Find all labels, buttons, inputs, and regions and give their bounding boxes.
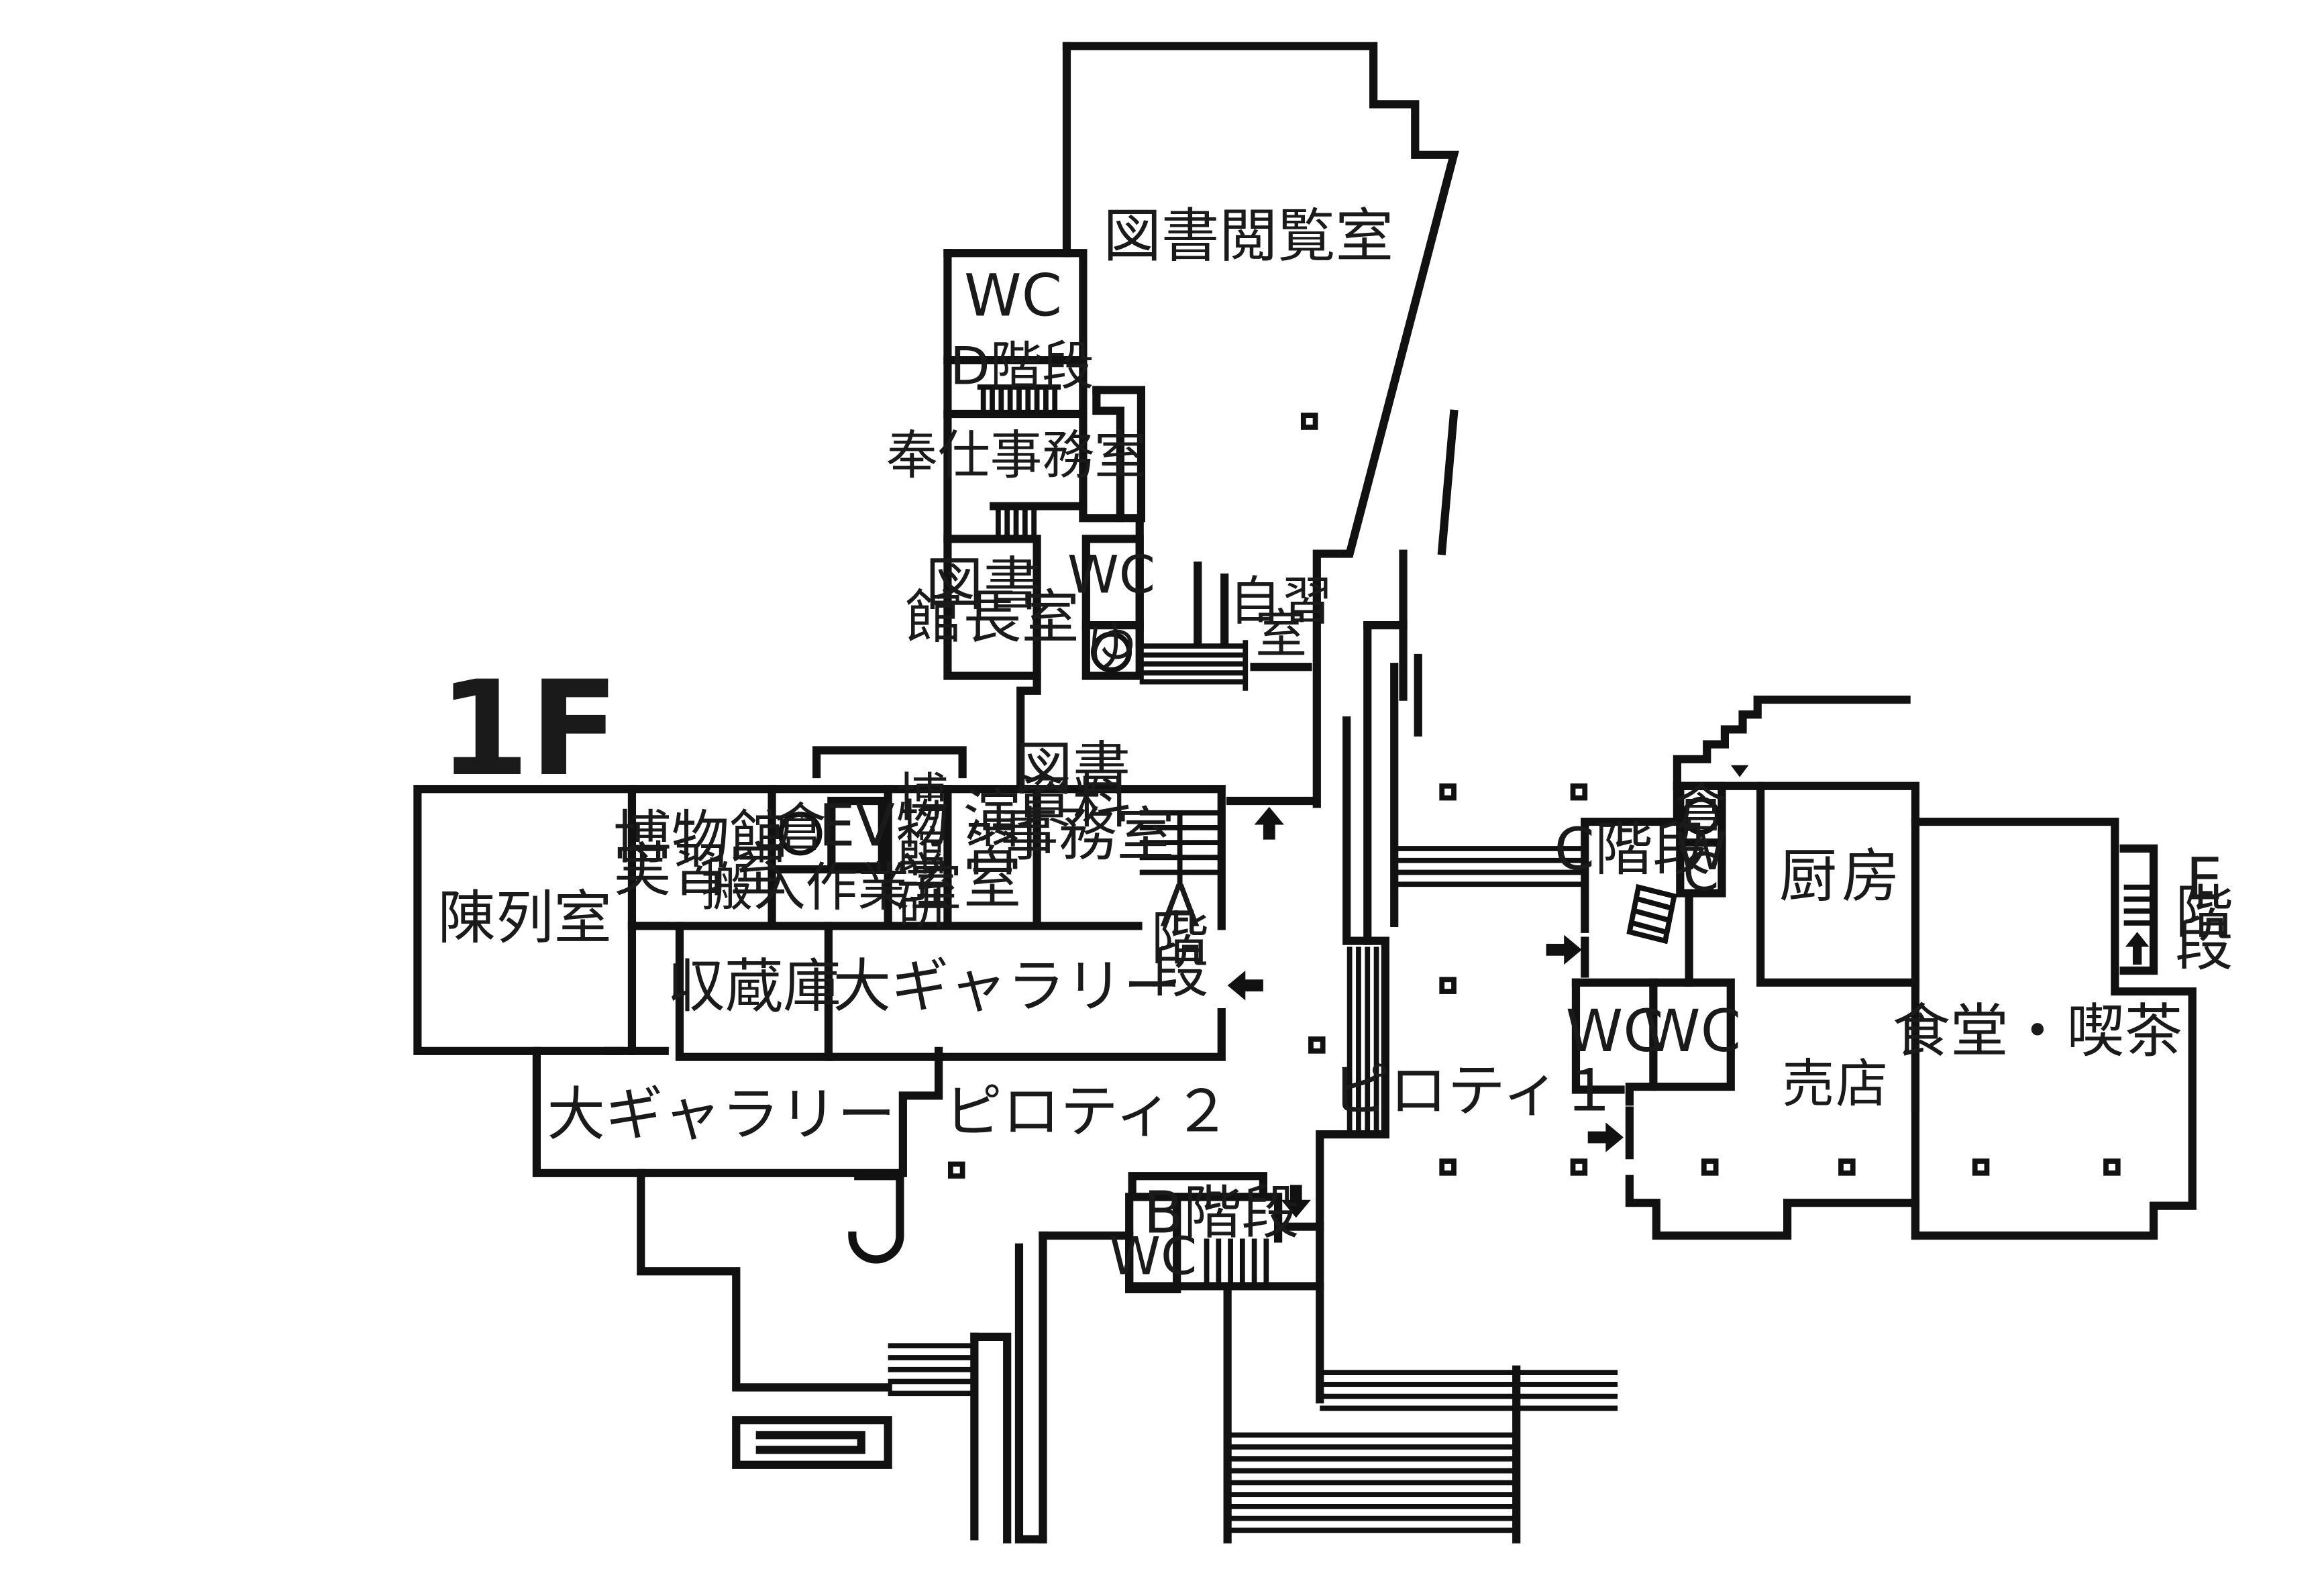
label-seminar-2: 習 xyxy=(963,816,1022,883)
label-large-gallery-south: 大ギャラリー xyxy=(547,1081,895,1148)
label-wc-mid: WC xyxy=(1067,545,1155,605)
label-storage-mark-east: 倉 xyxy=(1675,779,1728,839)
label-piloti-2: ピロティ２ xyxy=(944,1079,1231,1146)
utility-mark-circle xyxy=(1091,631,1132,673)
stairs-d-treads xyxy=(977,384,1061,539)
label-librarian-room-2: 館長室 xyxy=(905,584,1079,651)
floor-label: 1F xyxy=(438,653,619,806)
label-stairs-e-1: E xyxy=(2186,846,2223,913)
label-museum-study-1: 博 xyxy=(896,768,949,828)
label-kitchen-1: 厨 xyxy=(1779,843,1838,910)
label-wc-east-1: WC xyxy=(1566,998,1664,1065)
label-collection-storage: 収蔵庫 xyxy=(667,953,841,1020)
label-seminar-1: 演 xyxy=(963,783,1022,851)
label-loading-work: 搬入作業室 xyxy=(701,857,961,918)
label-stairs-d: D階段 xyxy=(950,337,1094,397)
arrow-right-icon xyxy=(1546,934,1582,965)
label-wc-south: WC xyxy=(1109,1227,1197,1287)
label-library-materials-1: 図書 xyxy=(1014,736,1130,803)
label-wc-north: WC xyxy=(964,262,1062,329)
label-elevator: EV xyxy=(818,793,895,860)
storage-mark-east-circle xyxy=(1682,796,1720,835)
arrow-up-icon xyxy=(2125,932,2150,965)
label-shop-1: 売 xyxy=(1782,1054,1834,1114)
south-steps xyxy=(732,1285,1618,1543)
label-kitchen-2: 房 xyxy=(1842,843,1900,910)
label-seminar-3: 室 xyxy=(963,849,1022,916)
label-librarian-room-1: 図書 xyxy=(925,551,1041,618)
label-storage-mark-west: 倉 xyxy=(774,798,827,859)
label-wc-small-2: C xyxy=(1683,843,1719,903)
label-stairs-e-3: 段 xyxy=(2175,912,2233,979)
arrow-up-icon xyxy=(1254,806,1284,840)
stairs-a-treads xyxy=(1139,810,1222,887)
label-stairs-c: C階段 xyxy=(1554,816,1711,883)
columns xyxy=(947,413,2121,1179)
label-cafeteria: 食堂・喫茶 xyxy=(1893,998,2183,1065)
label-museum-study-5: 研 xyxy=(896,875,949,936)
label-self-study-2: 室 xyxy=(1255,604,1308,665)
label-library-materials-3: 事務室 xyxy=(1000,802,1175,869)
arrow-left-icon xyxy=(1227,970,1263,1001)
label-museum-practice-2: 実習室 xyxy=(613,837,788,904)
label-self-study-1: 自習 xyxy=(1229,572,1333,632)
label-library-reading: 図書閲覧室 xyxy=(1103,203,1393,270)
self-study-steps xyxy=(1139,640,1249,691)
arrow-down-icon xyxy=(1281,1185,1311,1218)
label-exhibition: 陳列室 xyxy=(437,885,612,952)
label-shop-2: 店 xyxy=(1836,1054,1888,1114)
label-museum-study-2: 物 xyxy=(896,795,949,855)
label-stairs-b: B階段 xyxy=(1144,1180,1300,1247)
label-service-office: 奉仕事務室 xyxy=(886,426,1146,486)
triangle-down-icon xyxy=(1730,765,1749,777)
east-wing-walls xyxy=(1571,695,2197,1240)
label-museum-practice-1: 博物館 xyxy=(613,804,788,871)
label-museum-study-4: 学 xyxy=(896,849,949,909)
corridor-walls xyxy=(1316,620,1585,1404)
label-wc-east-2: WC xyxy=(1643,998,1741,1065)
entrance-arrows xyxy=(1227,765,2150,1218)
label-stairs-e-2: 階 xyxy=(2175,879,2233,946)
label-museum-study-3: 館 xyxy=(896,822,949,882)
museum-wing-walls xyxy=(413,746,1226,1177)
label-wc-small-1: W xyxy=(1675,822,1727,882)
label-stairs-a-1: A xyxy=(1160,873,1200,940)
label-stairs-a-3: 段 xyxy=(1151,938,1209,1006)
label-stairs-a-2: 階 xyxy=(1151,906,1209,973)
storage-mark-west-circle xyxy=(778,812,823,856)
label-piloti-1: ピロティ１ xyxy=(1331,1058,1618,1125)
label-large-gallery-north: 大ギャラリー xyxy=(833,953,1181,1020)
label-utility-mark: ゆ xyxy=(1086,616,1138,677)
arrow-right-icon xyxy=(1587,1122,1624,1152)
label-library-materials-2: 資料 xyxy=(1014,769,1130,836)
